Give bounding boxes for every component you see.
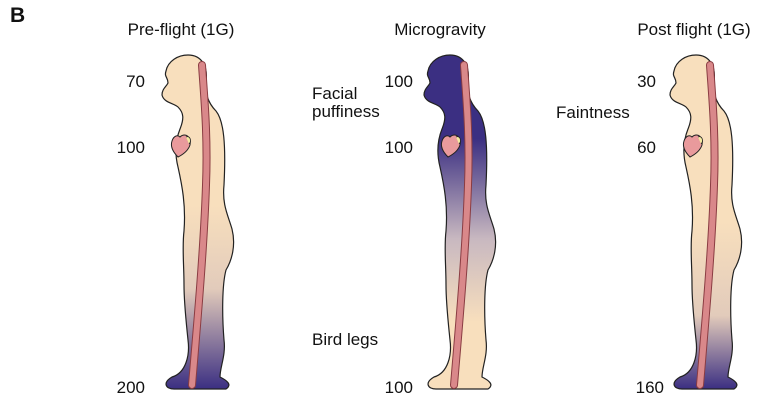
microgravity-body [424, 55, 496, 389]
pre-flight-body [162, 55, 234, 389]
post-flight-body [670, 55, 742, 389]
